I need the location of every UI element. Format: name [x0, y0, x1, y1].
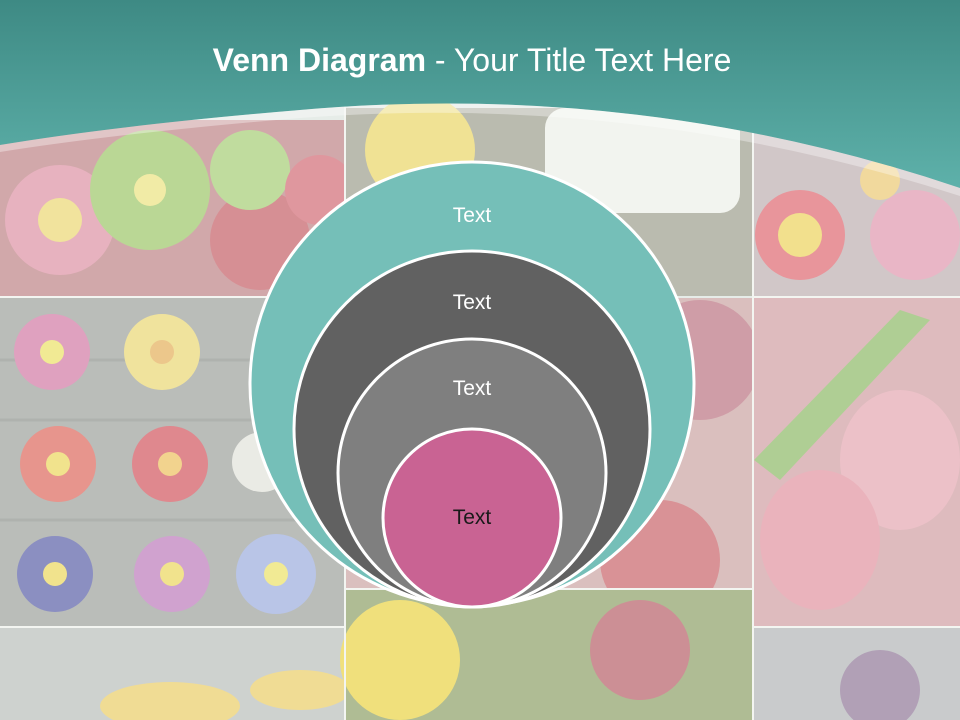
header-banner: [0, 0, 960, 196]
outer-circle-label: Text: [452, 204, 492, 227]
title-regular-part: - Your Title Text Here: [426, 42, 732, 78]
title-bold-part: Venn Diagram: [212, 42, 427, 78]
third-circle-label: Text: [452, 377, 492, 400]
page-title: Venn Diagram - Your Title Text Here: [0, 42, 944, 79]
inner-circle-label: Text: [452, 506, 492, 529]
second-circle-label: Text: [452, 291, 492, 314]
diagram-shapes: [248, 160, 696, 609]
inner-circle[interactable]: [381, 427, 563, 609]
nested-circle-diagram: Text Text Text Text: [248, 160, 696, 610]
